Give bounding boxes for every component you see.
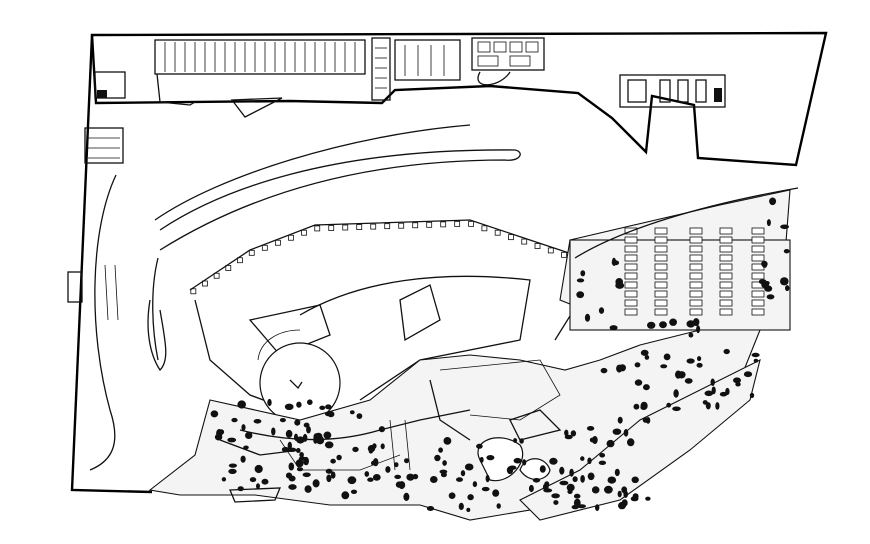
ne-building: [619, 74, 726, 108]
east-slope: [574, 187, 799, 259]
south-landscape: [148, 329, 761, 521]
site-boundary: [90, 31, 828, 167]
east-parking: [559, 189, 791, 331]
rotunda: [259, 342, 341, 424]
site-west-edge: [70, 34, 153, 494]
west-buildings: [67, 71, 126, 303]
access-roads: [89, 124, 521, 471]
north-parking: [154, 37, 545, 118]
tree-clusters: [210, 197, 790, 512]
